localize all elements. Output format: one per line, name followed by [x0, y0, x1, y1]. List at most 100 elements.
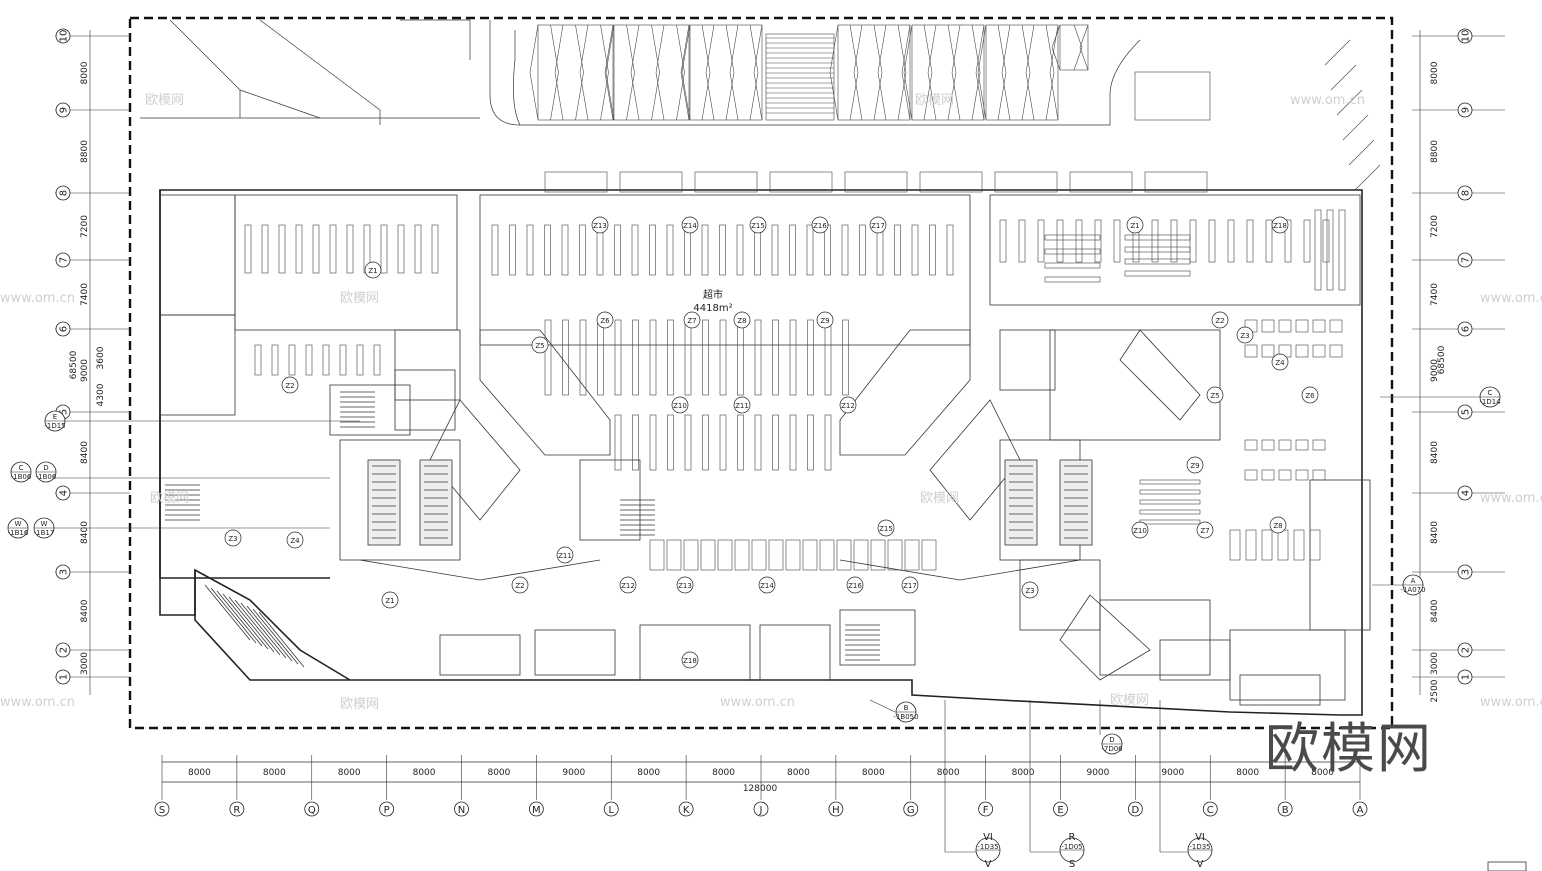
left_axis-label: 2: [59, 647, 70, 653]
seating-row: [240, 602, 287, 659]
right_axis-span-dimension: 8400: [1430, 521, 1440, 544]
parking-stall-line: [550, 72, 559, 121]
right_axis-bubble: [1457, 321, 1473, 337]
parking-stall-line: [1079, 24, 1089, 48]
shelf-rack: [1244, 439, 1258, 451]
zone-tag-label: Z3: [1240, 332, 1249, 340]
bottom-axis: S8000R8000Q8000P8000N8000M9000L8000K8000…: [154, 755, 1368, 817]
parking-stall-line: [947, 24, 957, 73]
shelf-rack: [261, 224, 269, 274]
escalator: [1004, 459, 1038, 546]
right_axis-bubble: [1457, 485, 1473, 501]
section-tag-code: -1A070: [1400, 586, 1425, 594]
shelf-rack: [1326, 209, 1334, 291]
shelf-rack: [649, 224, 656, 276]
bottom-axis-bubble: [379, 801, 395, 817]
bottom-axis-label: Q: [308, 805, 316, 816]
zone-tag-label: Z14: [683, 222, 697, 230]
right_axis-bubble: [1457, 185, 1473, 201]
left_axis-span-dimension: 3000: [80, 652, 90, 675]
zone-tag-label: Z1: [1130, 222, 1139, 230]
left_axis-bubble: [55, 642, 71, 658]
shelf-rack: [772, 319, 779, 396]
zone-tag-label: Z6: [1305, 392, 1315, 400]
shelf-rack: [841, 224, 849, 276]
shelf-rack: [807, 319, 814, 396]
bottom-axis-label: R: [233, 805, 240, 816]
bottom-axis-label: N: [458, 805, 465, 816]
shelf-rack: [254, 344, 262, 376]
shelf-rack: [632, 414, 639, 471]
shelf-rack: [807, 414, 814, 471]
shelf-rack: [1044, 262, 1101, 269]
parking-stall-line: [947, 72, 957, 121]
shelf-rack: [702, 319, 709, 396]
left_axis-span-dimension: 8400: [80, 441, 90, 464]
section-tag-code: -1D15: [44, 422, 65, 430]
right_axis-span-dimension: 8800: [1430, 140, 1440, 163]
parking-stall-line: [753, 72, 763, 121]
zone-tag-circle: [1301, 386, 1319, 404]
parking-stall-line: [1025, 24, 1035, 73]
shelf-rack: [1329, 319, 1343, 333]
shelf-rack: [894, 224, 901, 276]
left_axis-label: 9: [59, 107, 70, 113]
watermark-site-2: www.om.cn: [0, 291, 75, 306]
shelf-rack: [1322, 219, 1330, 263]
wall-segment: [929, 399, 1021, 521]
zone-tag-circle: [381, 591, 399, 609]
shelf-rack: [288, 344, 296, 376]
bottom-span-dimension: 8000: [263, 768, 286, 778]
shelf-rack: [414, 224, 422, 274]
bottom-span-dimension: 8000: [712, 768, 735, 778]
interior-walls: [159, 194, 1371, 706]
shelf-rack: [380, 224, 388, 274]
parking-stall-line: [1001, 24, 1011, 73]
bottom-axis-bubble: [1202, 801, 1218, 817]
shelf-rack: [373, 344, 381, 376]
parking-stall-line: [1045, 24, 1055, 73]
zone-tag-circle: [1236, 326, 1254, 344]
zone-tag-label: Z14: [760, 582, 774, 590]
zone-tag-circle: [733, 311, 751, 329]
room-outline: [394, 369, 456, 431]
shelf-rack: [649, 319, 657, 396]
canopy-unit: [1144, 171, 1208, 193]
watermark-cn-4: 欧模网: [150, 491, 189, 506]
bottom-axis-label: E: [1057, 805, 1063, 816]
shelf-rack: [946, 224, 954, 276]
parking-stall-line: [681, 24, 691, 73]
shelf-rack: [579, 224, 586, 276]
room-outline: [394, 329, 461, 401]
right-axis: 1098765432180008800720074009000840084008…: [1412, 28, 1505, 702]
section-tag-letter: E: [53, 413, 57, 421]
section-tag-code: -1B17: [34, 529, 55, 537]
shelf-rack: [1312, 344, 1326, 358]
watermark-site-5: www.om.cn: [0, 695, 75, 710]
parking-stall-line: [927, 72, 937, 121]
parking-stall-line: [977, 24, 987, 73]
zone-tag-circle: [1269, 516, 1287, 534]
seating-row: [216, 590, 263, 647]
parking-stall-line: [849, 24, 859, 73]
shelf-rack: [904, 539, 920, 571]
section-tag-letter: A: [1411, 577, 1416, 585]
parking-stall-line: [651, 72, 660, 121]
left_axis-label: 4: [59, 490, 70, 496]
right_axis-label: 4: [1461, 490, 1472, 496]
shelf-rack: [719, 414, 727, 471]
zone-tag-circle: [681, 216, 699, 234]
shelf-rack: [736, 224, 744, 276]
canopy-unit: [769, 171, 833, 193]
zone-tag-label: Z4: [1275, 359, 1285, 367]
bottom-span-dimension: 8000: [188, 768, 211, 778]
shelf-rack: [1139, 509, 1201, 515]
section-tag-code: -1B050: [893, 713, 918, 721]
shelf-rack: [1124, 270, 1191, 277]
escalator: [419, 459, 453, 546]
zone-tag-circle: [671, 396, 689, 414]
left_axis-span-dimension: 8400: [80, 521, 90, 544]
parking-stall-line: [529, 72, 539, 121]
bottom-tag-top: VI: [1195, 832, 1205, 843]
escalator: [1059, 459, 1093, 546]
